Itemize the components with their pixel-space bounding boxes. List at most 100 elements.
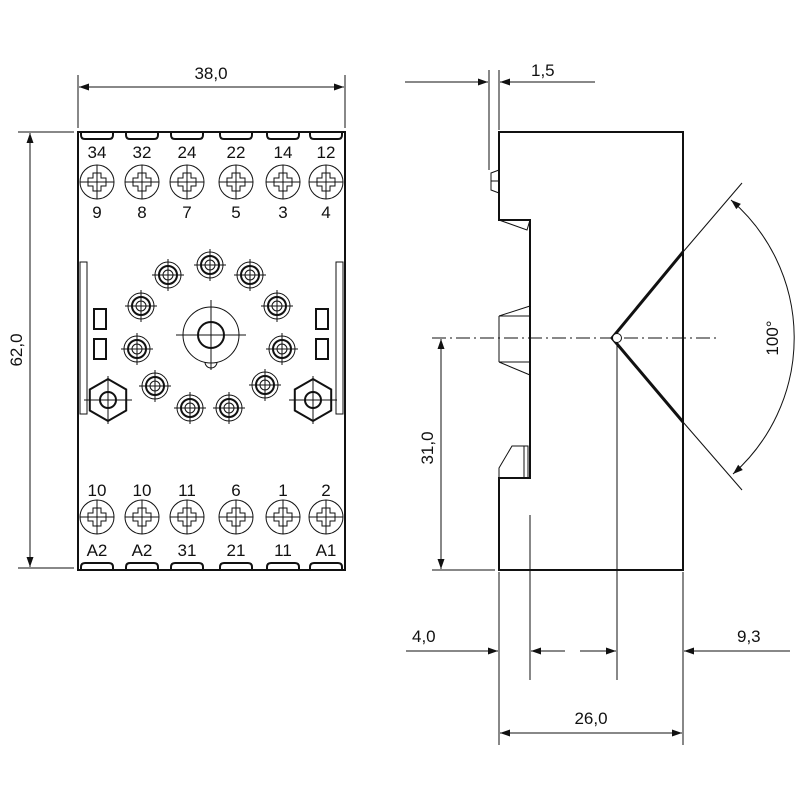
terminal-screw-icon xyxy=(169,164,205,200)
left-rail xyxy=(79,261,88,415)
phillips-cross-icon xyxy=(316,172,336,192)
phillips-cross-icon xyxy=(87,172,107,192)
socket-pin-icon xyxy=(266,333,298,365)
terminal-label: 32 xyxy=(133,143,152,162)
terminal-tab-bottom xyxy=(125,562,159,570)
terminal-tab-bottom xyxy=(170,562,204,570)
terminal-tab-bottom xyxy=(80,562,114,570)
ext-line xyxy=(682,421,743,491)
phillips-cross-icon xyxy=(87,507,107,527)
terminal-screw-icon xyxy=(124,499,160,535)
terminal-tab-top xyxy=(266,132,300,140)
terminal-screw-icon xyxy=(124,164,160,200)
terminal-label: 9 xyxy=(92,203,101,222)
left-slot-lower xyxy=(93,338,107,360)
phillips-cross-icon xyxy=(273,172,293,192)
terminal-label: 1 xyxy=(278,481,287,500)
phillips-cross-icon xyxy=(177,507,197,527)
right-offset-label: 9,3 xyxy=(737,627,761,646)
hex-nut-icon xyxy=(289,376,337,424)
terminal-label: 5 xyxy=(231,203,240,222)
top-latch xyxy=(490,169,500,194)
terminal-tab-top xyxy=(170,132,204,140)
terminal-screw-icon xyxy=(265,164,301,200)
terminal-label: 3 xyxy=(278,203,287,222)
center-height-dimension-label: 31,0 xyxy=(418,431,437,464)
pivot-hole xyxy=(612,333,622,343)
socket-pin-icon xyxy=(152,259,184,291)
socket-pin-icon xyxy=(174,392,206,424)
socket-pin-icon xyxy=(194,249,226,281)
terminal-tab-top xyxy=(309,132,343,140)
socket-pin-icon xyxy=(234,259,266,291)
side-view: 100° 1,5 31,0 4,0 9,3 26,0 xyxy=(405,61,795,745)
v-groove xyxy=(610,251,685,423)
terminal-label: 22 xyxy=(227,143,246,162)
angle-dimension-label: 100° xyxy=(763,320,782,355)
width-dimension-label: 38,0 xyxy=(194,64,227,83)
middle-clip xyxy=(498,305,531,376)
socket-pin-icon xyxy=(121,333,153,365)
angle-dimension-arc xyxy=(730,199,795,475)
terminal-label: 7 xyxy=(182,203,191,222)
socket-pin-icon xyxy=(125,290,157,322)
socket-pin-icon xyxy=(213,392,245,424)
terminal-label: A2 xyxy=(132,541,153,560)
terminal-label: 21 xyxy=(227,541,246,560)
terminal-label: 10 xyxy=(133,481,152,500)
terminal-screw-icon xyxy=(79,499,115,535)
terminal-tab-bottom xyxy=(266,562,300,570)
terminal-label: 11 xyxy=(274,541,292,560)
offset-dimension-label: 1,5 xyxy=(531,61,555,80)
terminal-screw-icon xyxy=(308,499,344,535)
terminal-tabs xyxy=(80,132,343,570)
terminal-label: 10 xyxy=(88,481,107,500)
terminal-tab-top xyxy=(80,132,114,140)
terminal-tab-top xyxy=(125,132,159,140)
front-view: 34910A232810A224711312256211431111242A1 … xyxy=(7,64,346,571)
terminal-tab-bottom xyxy=(219,562,253,570)
terminal-label: 6 xyxy=(231,481,240,500)
depth-dimension-label: 26,0 xyxy=(574,709,607,728)
terminal-label: 14 xyxy=(274,143,293,162)
socket-pin-icon xyxy=(249,369,281,401)
terminal-label: 11 xyxy=(178,481,196,500)
right-rail xyxy=(335,261,344,415)
terminal-label: 8 xyxy=(137,203,146,222)
right-slot-upper xyxy=(315,308,329,330)
terminal-label: A1 xyxy=(316,541,337,560)
socket-pin-icon xyxy=(261,290,293,322)
phillips-cross-icon xyxy=(132,172,152,192)
terminal-label: 24 xyxy=(178,143,197,162)
left-offset-label: 4,0 xyxy=(412,627,436,646)
socket-body-outline xyxy=(77,131,346,571)
terminal-screws xyxy=(79,164,344,535)
phillips-cross-icon xyxy=(226,172,246,192)
phillips-cross-icon xyxy=(316,507,336,527)
phillips-cross-icon xyxy=(273,507,293,527)
terminal-tab-top xyxy=(219,132,253,140)
terminal-screw-icon xyxy=(169,499,205,535)
terminal-label: A2 xyxy=(87,541,108,560)
height-dimension-label: 62,0 xyxy=(7,333,26,366)
socket-pin-icon xyxy=(139,370,171,402)
terminal-tab-bottom xyxy=(309,562,343,570)
mounting-nuts xyxy=(84,376,337,424)
lower-clip xyxy=(498,445,529,478)
phillips-cross-icon xyxy=(226,507,246,527)
hex-nut-icon xyxy=(84,376,132,424)
phillips-cross-icon xyxy=(132,507,152,527)
left-slot-upper xyxy=(93,308,107,330)
socket-pins xyxy=(121,249,298,424)
upper-notch-chamfer xyxy=(498,219,531,231)
terminal-label: 34 xyxy=(88,143,107,162)
terminal-screw-icon xyxy=(265,499,301,535)
side-body-outline xyxy=(498,131,684,571)
terminal-label: 2 xyxy=(321,481,330,500)
terminal-screw-icon xyxy=(218,499,254,535)
terminal-screw-icon xyxy=(218,164,254,200)
phillips-cross-icon xyxy=(177,172,197,192)
right-slot-lower xyxy=(315,338,329,360)
terminal-label: 31 xyxy=(178,541,197,560)
